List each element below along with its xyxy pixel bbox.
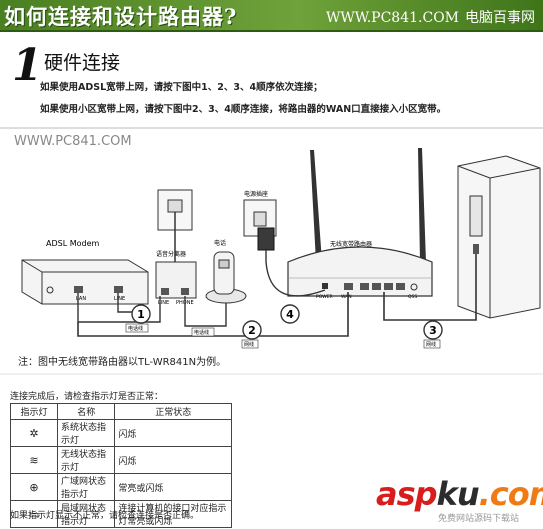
cable-modem-to-splitter (77, 293, 161, 323)
instruction-adsl: 如果使用ADSL宽带上网，请按下图中1、2、3、4顺序依次连接； (40, 82, 323, 93)
site-name: 电脑百事网 (465, 10, 535, 26)
modem-label: ADSL Modem (46, 239, 100, 248)
cable-tag-phone-1: 电话线 (128, 325, 143, 332)
marker-1: 1 (131, 304, 151, 324)
modem-line-port (114, 286, 123, 293)
router-lan-port-3 (384, 283, 393, 290)
router-lan-port-2 (372, 283, 381, 290)
header-name: 名称 (56, 403, 116, 420)
banner-title: 如何连接和设计路由器? (4, 4, 238, 29)
marker-3-label: 3 (429, 324, 437, 337)
footer-note: 如果指示灯显示不正常，请检查连接是否正确。 (10, 511, 200, 521)
diagram-watermark: WWW.PC841.COM (14, 134, 132, 149)
cable-tag-net-2: 网线 (426, 341, 436, 348)
cable-tag-net-1: 网线 (244, 341, 254, 348)
site-url: WWW.PC841.COM (326, 10, 459, 26)
table-row: ⊕ 广域网状态指示灯 常亮或闪烁 (10, 473, 232, 501)
status-table: 指示灯 名称 正常状态 ✲ 系统状态指示灯 闪烁 ≋ 无线状态指示灯 闪烁 ⊕ … (10, 403, 232, 528)
power-adapter (257, 227, 275, 251)
router-power-label: POWER (316, 294, 333, 300)
phone-label: 电话 (214, 239, 226, 247)
marker-3: 3 (423, 320, 443, 340)
gear-icon: ✲ (10, 419, 58, 447)
table-row: ✲ 系统状态指示灯 闪烁 (10, 419, 232, 447)
splitter (155, 261, 197, 299)
cable-tag-phone-2: 电话线 (194, 329, 209, 336)
aspku-logo: aspku.com (376, 475, 543, 513)
lan-monitor-icon: ▭ (10, 500, 58, 528)
table-header-row: 指示灯 名称 正常状态 (10, 403, 232, 420)
antenna-right (418, 148, 426, 262)
cable-splitter-to-phone (184, 296, 227, 327)
banner-site: WWW.PC841.COM 电脑百事网 (326, 7, 535, 27)
row-state: 常亮或闪烁 (114, 473, 232, 501)
splitter-line-label: LINE (158, 300, 169, 306)
step-number: 1 (12, 40, 43, 91)
row-name: 广域网状态指示灯 (56, 473, 116, 501)
router-wan-label: WAN (341, 294, 352, 300)
row-name: 系统状态指示灯 (56, 419, 116, 447)
modem-line-label: LINE (114, 296, 125, 302)
marker-2: 2 (242, 320, 262, 340)
header-indicator: 指示灯 (10, 403, 58, 420)
table-row: ▭ 局域网状态指示灯 连接计算机的接口对应指示灯常亮或闪烁 (10, 500, 232, 528)
router-qss-button (410, 283, 418, 291)
row-state: 连接计算机的接口对应指示灯常亮或闪烁 (114, 500, 232, 528)
aspku-tagline: 免费网站源码下载站 (438, 514, 520, 524)
row-state: 闪烁 (114, 446, 232, 474)
wan-globe-icon: ⊕ (10, 473, 58, 501)
modem-lan-label: LAN (76, 296, 86, 302)
telephone (205, 251, 247, 304)
router-wan-port (344, 283, 353, 290)
cable-power (265, 250, 326, 297)
splitter-label: 语音分离器 (156, 250, 186, 258)
model-note: 注：图中无线宽带路由器以TL-WR841N为例。 (18, 357, 227, 368)
adsl-modem (21, 259, 149, 305)
router-lan-port-1 (360, 283, 369, 290)
header-state: 正常状态 (114, 403, 232, 420)
pc-network-port (473, 244, 479, 254)
instruction-lan: 如果使用小区宽带上网，请按下图中2、3、4顺序连接，将路由器的WAN口直接接入小… (40, 104, 447, 115)
row-name: 局域网状态指示灯 (56, 500, 116, 528)
row-state: 闪烁 (114, 419, 232, 447)
cable-lan-to-pc (383, 254, 477, 321)
row-name: 无线状态指示灯 (56, 446, 116, 474)
marker-4-label: 4 (286, 308, 294, 321)
marker-4: 4 (280, 304, 300, 324)
modem-lan-port (74, 286, 83, 293)
router-label: 无线宽带路由器 (330, 240, 372, 248)
marker-2-label: 2 (248, 324, 256, 337)
outlet-label: 电源插座 (244, 190, 268, 198)
table-row: ≋ 无线状态指示灯 闪烁 (10, 446, 232, 474)
wireless-icon: ≋ (10, 446, 58, 474)
computer-tower (457, 155, 541, 319)
router-qss-label: QSS (408, 294, 417, 300)
power-outlet (243, 199, 277, 237)
step-title: 硬件连接 (44, 52, 121, 74)
antenna-left (310, 150, 322, 262)
modem-power-jack (46, 286, 54, 294)
wireless-router (287, 246, 433, 297)
marker-1-label: 1 (137, 308, 145, 321)
check-intro: 连接完成后，请检查指示灯是否正常： (10, 392, 164, 402)
title-banner: 如何连接和设计路由器? WWW.PC841.COM 电脑百事网 (0, 0, 543, 32)
router-lan-port-4 (396, 283, 405, 290)
router-power-port (322, 283, 328, 289)
